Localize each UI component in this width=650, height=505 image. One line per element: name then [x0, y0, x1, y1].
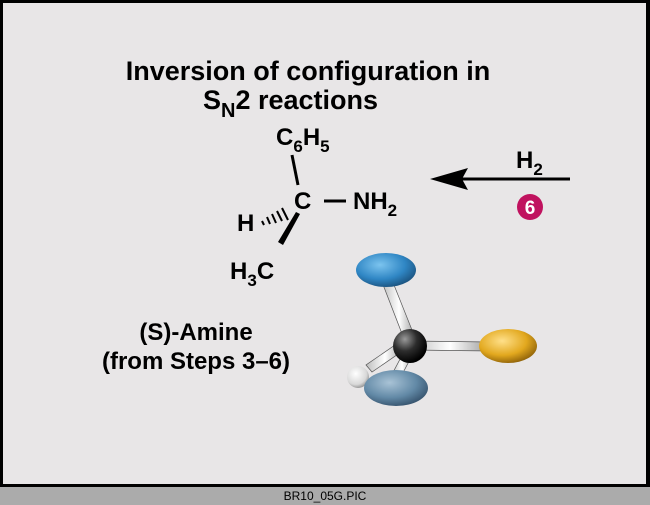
- figure-panel: Inversion of configuration in SN2 reacti…: [3, 3, 646, 484]
- methyl-label: H3C: [230, 258, 274, 290]
- reaction-figure: Inversion of configuration in SN2 reacti…: [102, 56, 570, 406]
- step-badge: [517, 194, 543, 220]
- hydrogen-ball: [347, 366, 369, 388]
- bond-top: [290, 154, 300, 186]
- hydrogen-label: H: [237, 210, 254, 237]
- hashed-wedge-bond: [261, 207, 289, 226]
- title-line-1: Inversion of configuration in: [126, 56, 491, 86]
- caption-line-1: (S)-Amine: [139, 319, 252, 346]
- reaction-arrow-head: [430, 168, 468, 190]
- ball-and-stick-model: [347, 253, 537, 406]
- caption-line-2: (from Steps 3–6): [102, 348, 290, 375]
- title-line-2: SN2 reactions: [203, 85, 378, 122]
- step-number: 6: [525, 198, 536, 219]
- reagent-label: H2: [516, 147, 543, 179]
- central-atom-ball: [393, 329, 427, 363]
- top-substituent-ball: [356, 253, 416, 287]
- phenyl-label: C6H5: [276, 124, 330, 156]
- bottom-substituent-ball: [364, 370, 428, 406]
- solid-wedge-bond: [278, 212, 300, 245]
- amine-label: NH2: [353, 188, 397, 220]
- right-substituent-ball: [479, 329, 537, 363]
- stereocenter-carbon: C: [294, 188, 311, 215]
- filename-footer: BR10_05G.PIC: [0, 487, 650, 505]
